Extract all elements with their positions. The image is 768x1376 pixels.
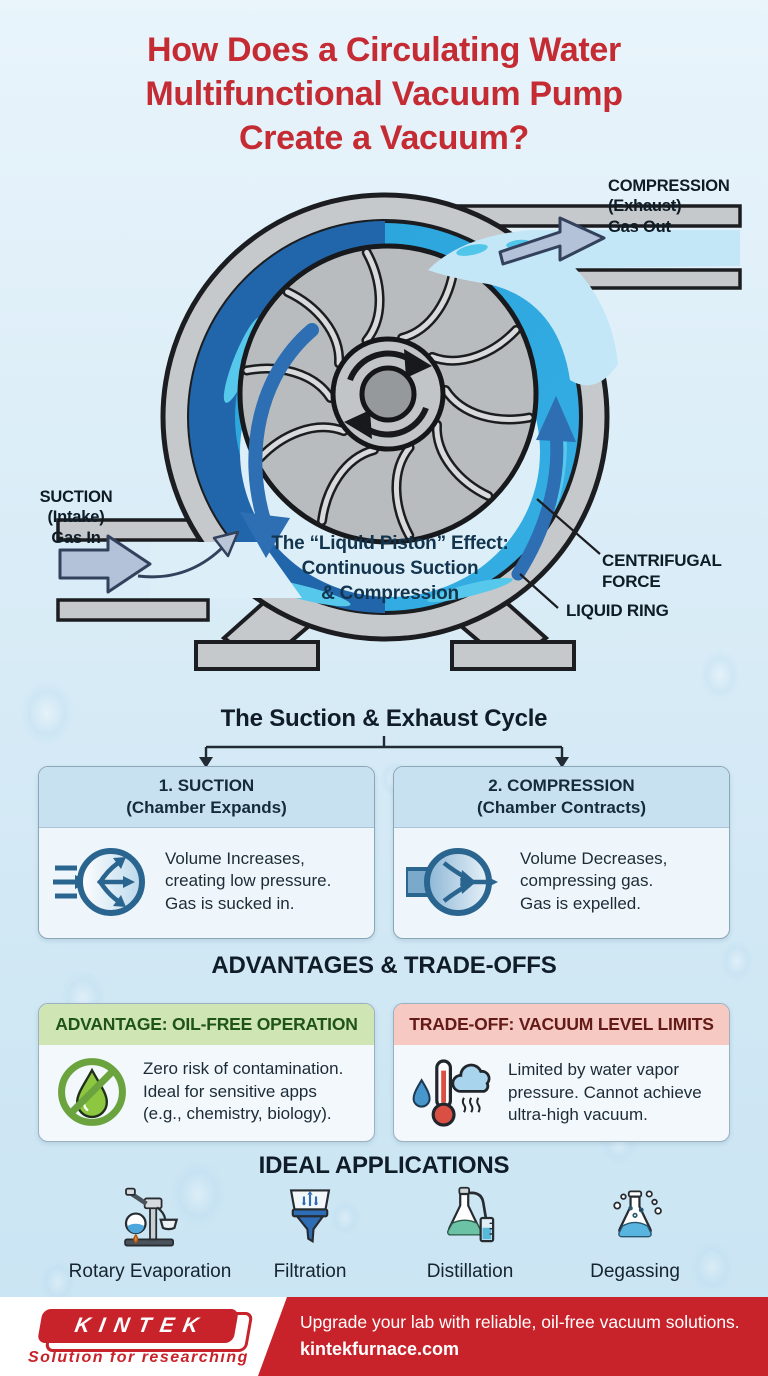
liquid-piston-effect-label: The “Liquid Piston” Effect: Continuous S… (271, 533, 509, 605)
compression-card-header: 2. COMPRESSION (Chamber Contracts) (394, 767, 729, 828)
suction-card-header: 1. SUCTION (Chamber Expands) (39, 767, 374, 828)
advantage-card-body: Zero risk of contamination. Ideal for se… (143, 1059, 344, 1124)
suction-gas-in-label: SUCTION (Intake) Gas In (39, 488, 113, 547)
degassing-flask-icon (613, 1190, 662, 1238)
water-vapor-thermometer-icon (412, 1059, 491, 1127)
advantages-section-heading: ADVANTAGES & TRADE-OFFS (211, 952, 557, 979)
liquid-ring-flow-arrows-icon (240, 323, 576, 581)
liquid-ring-leader-line (519, 573, 559, 609)
gas-in-arrow-icon (58, 530, 240, 594)
gas-out-arrow-icon (498, 216, 606, 266)
cycle-connector-lines (199, 736, 569, 768)
contracting-chamber-icon (406, 847, 498, 916)
filtration-funnel-icon (289, 1189, 331, 1244)
impeller-icon (237, 243, 539, 545)
liquid-ring-dark-side (189, 221, 385, 613)
footer-website[interactable]: kintekfurnace.com (300, 1339, 460, 1359)
page-title: How Does a Circulating Water Multifuncti… (145, 31, 623, 158)
application-distillation: Distillation (395, 1186, 545, 1283)
application-filtration: Filtration (240, 1186, 380, 1283)
tradeoff-card-header: TRADE-OFF: VACUUM LEVEL LIMITS (394, 1004, 729, 1045)
vacuum-pump-diagram (56, 192, 742, 671)
compression-card-body: Volume Decreases, compressing gas. Gas i… (520, 848, 668, 913)
intake-opening (150, 542, 302, 598)
centrifugal-force-label: CENTRIFUGAL FORCE (602, 551, 722, 592)
application-label: Distillation (426, 1261, 514, 1282)
cycle-section-heading: The Suction & Exhaust Cycle (220, 705, 548, 732)
no-oil-droplet-icon (58, 1058, 126, 1126)
application-label: Rotary Evaporation (68, 1261, 232, 1282)
suction-card-body: Volume Increases, creating low pressure.… (165, 848, 332, 913)
suction-card: 1. SUCTION (Chamber Expands) (38, 766, 375, 939)
footer-tagline: Solution for researching (28, 1349, 249, 1366)
rotary-evaporator-icon (124, 1187, 179, 1247)
application-label: Degassing (590, 1261, 680, 1282)
liquid-ring-label: LIQUID RING (566, 601, 669, 620)
advantage-card: ADVANTAGE: OIL-FREE OPERATION Zero risk … (38, 1003, 375, 1142)
intake-pipe (56, 518, 210, 622)
tradeoff-card-body: Limited by water vapor pressure. Cannot … (508, 1060, 702, 1125)
kintek-logo-text: KINTEK (72, 1314, 210, 1337)
tradeoff-card: TRADE-OFF: VACUUM LEVEL LIMITS Limited b… (393, 1003, 730, 1142)
footer: KINTEK Solution for researching Upgrade … (0, 1297, 768, 1376)
centrifugal-leader-line (536, 498, 601, 555)
application-rotary-evaporation: Rotary Evaporation (55, 1186, 245, 1283)
applications-section-heading: IDEAL APPLICATIONS (258, 1152, 510, 1179)
footer-message: Upgrade your lab with reliable, oil-free… (300, 1312, 740, 1332)
compression-gas-out-label: COMPRESSION (Exhaust) Gas Out (608, 177, 730, 236)
application-degassing: Degassing (560, 1186, 710, 1283)
kintek-logo: KINTEK (37, 1309, 239, 1343)
rotation-arrows-icon (344, 349, 432, 439)
distillation-flask-icon (446, 1186, 495, 1243)
application-label: Filtration (273, 1261, 347, 1282)
compression-card: 2. COMPRESSION (Chamber Contracts) Volum… (393, 766, 730, 939)
advantage-card-header: ADVANTAGE: OIL-FREE OPERATION (39, 1004, 374, 1045)
expanding-chamber-icon (53, 847, 145, 916)
